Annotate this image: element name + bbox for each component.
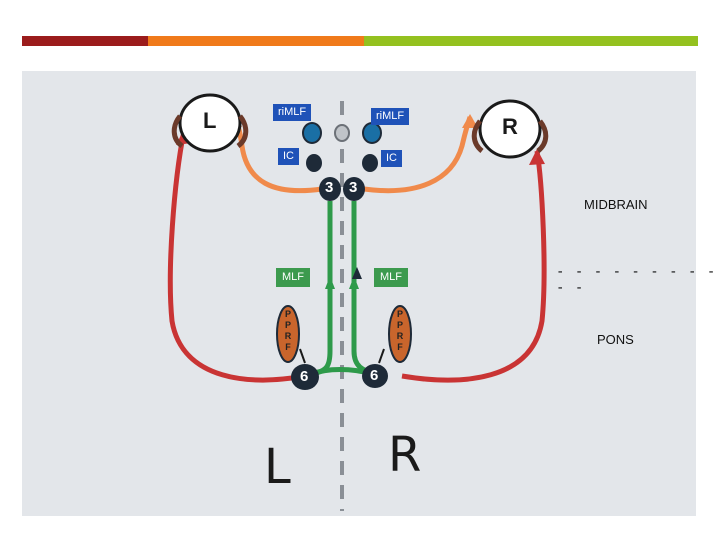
side-letter-right: R xyxy=(388,427,422,483)
eye-left-muscle xyxy=(171,114,184,149)
midline-nucleus xyxy=(334,124,350,142)
nucleus-3-left xyxy=(319,177,341,201)
eye-left-muscle-2 xyxy=(236,114,249,149)
rimlf-nucleus-left xyxy=(302,122,322,144)
pprf-right-letters: P P R F xyxy=(391,309,409,353)
ic-nucleus-right xyxy=(362,154,378,172)
pprf-right-letter: P xyxy=(396,309,403,319)
nucleus-6-left-label: 6 xyxy=(300,368,309,385)
label-mlf-right: MLF xyxy=(374,268,408,287)
nucleus-6-right xyxy=(362,364,388,388)
pprf-arrow-left xyxy=(299,348,306,364)
red-tract-left xyxy=(167,130,305,383)
pprf-right-letter: P xyxy=(396,320,403,330)
pprf-left-letter: P xyxy=(284,320,291,330)
header-bar-red xyxy=(22,36,148,46)
label-mlf-left: MLF xyxy=(276,268,310,287)
label-rimlf-left: riMLF xyxy=(273,104,312,121)
header-bar-green xyxy=(364,36,698,46)
pprf-arrow-right xyxy=(378,348,385,364)
orange-arrow-right xyxy=(462,114,478,128)
label-ic-left: IC xyxy=(278,148,299,165)
pprf-left-letter: R xyxy=(284,331,292,341)
mlf-arrow-right xyxy=(349,276,359,289)
eye-right-muscle-2 xyxy=(536,119,549,153)
eye-right-letter: R xyxy=(502,114,518,139)
nucleus-6-right-label: 6 xyxy=(370,367,379,384)
pprf-left-letter: P xyxy=(284,309,291,319)
pprf-left-letters: P P R F xyxy=(279,309,297,353)
pprf-left xyxy=(276,305,300,363)
label-pons: PONS xyxy=(597,332,634,347)
label-rimlf-right: riMLF xyxy=(371,108,410,125)
pprf-right-letter: R xyxy=(396,331,404,341)
nucleus-6-left xyxy=(291,364,319,390)
mlf-arrow-right-dark xyxy=(352,267,362,279)
header-bar-orange xyxy=(148,36,364,46)
mlf-arrow-left xyxy=(325,276,335,289)
eye-right-muscle xyxy=(471,119,484,153)
label-ic-right: IC xyxy=(381,150,402,167)
nucleus-3-left-label: 3 xyxy=(325,179,334,196)
midbrain-pons-divider: - - - - - - - - - - - xyxy=(556,264,717,296)
side-letter-left: L xyxy=(264,439,291,495)
eye-left-letter: L xyxy=(203,108,217,133)
rimlf-nucleus-right xyxy=(362,122,382,144)
pprf-right xyxy=(388,305,412,363)
eye-left xyxy=(178,93,242,153)
red-arrow-right xyxy=(529,149,545,165)
label-midbrain: MIDBRAIN xyxy=(584,197,648,212)
pprf-right-letter: F xyxy=(397,342,403,352)
ic-nucleus-left xyxy=(306,154,322,172)
diagram-photo: L R 3 3 6 6 P P R F P P R F L R xyxy=(22,71,696,516)
nucleus-3-right xyxy=(343,177,365,201)
pprf-left-letter: F xyxy=(285,342,291,352)
eye-right xyxy=(478,99,542,159)
red-tract-right xyxy=(401,150,547,383)
pathway-drawing xyxy=(167,93,549,511)
nucleus-3-right-label: 3 xyxy=(349,179,358,196)
